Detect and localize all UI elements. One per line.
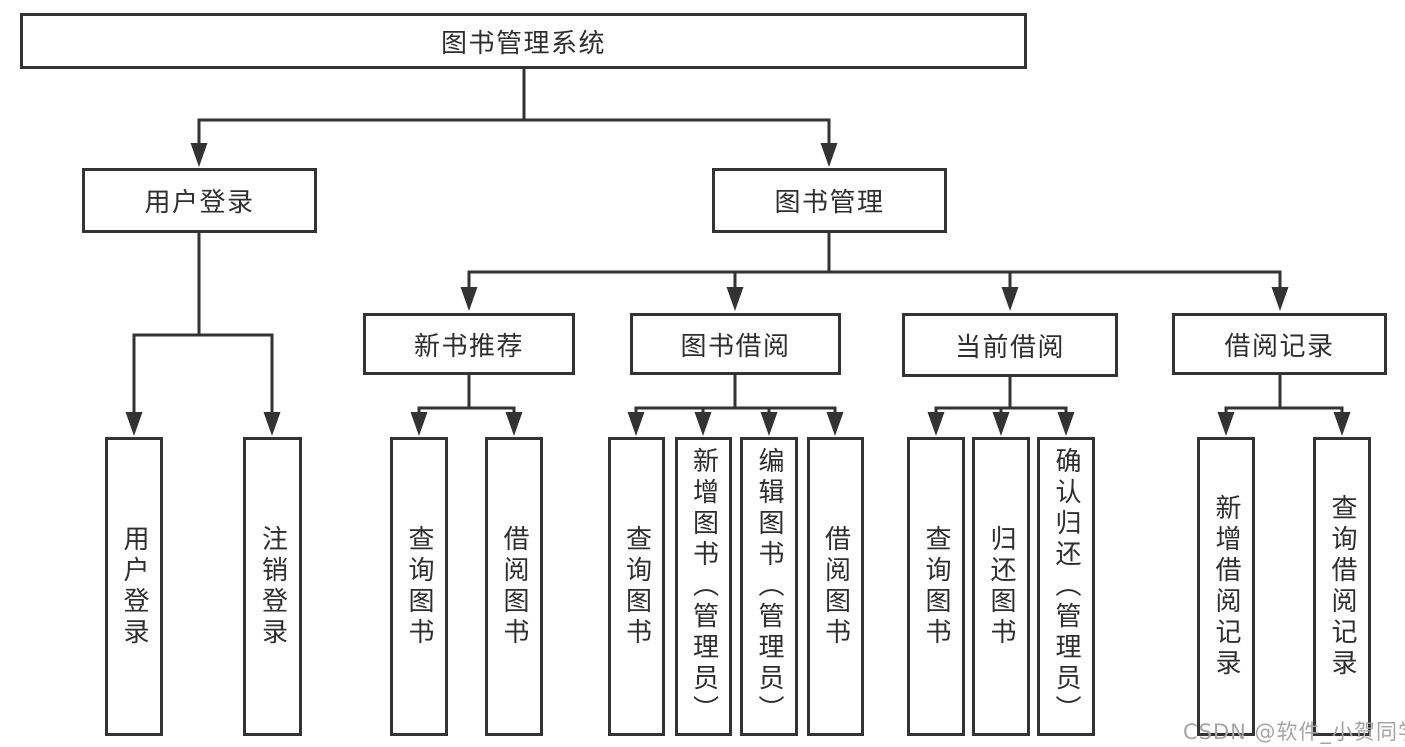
connector-book-management-branch [460, 233, 1289, 311]
node-book-management: 图书管理 [712, 168, 947, 233]
leaf-query-books-recommend: 查询图书 [390, 437, 448, 736]
leaf-borrow-books: 借阅图书 [807, 437, 864, 736]
leaf-query-borrow-record: 查询借阅记录 [1313, 437, 1371, 736]
leaf-add-borrow-record: 新增借阅记录 [1197, 437, 1255, 736]
connector-book-borrow-branch [627, 375, 844, 436]
node-borrow-records: 借阅记录 [1172, 313, 1387, 375]
node-book-borrow: 图书借阅 [630, 313, 841, 375]
leaf-user-login: 用户登录 [105, 437, 163, 736]
leaf-add-book-admin: 新增图书（管理员） [675, 437, 732, 736]
connector-user-login-branch [125, 233, 281, 436]
connector-borrow-records-branch [1217, 375, 1351, 436]
node-user-login: 用户登录 [82, 168, 317, 233]
leaf-logout: 注销登录 [243, 437, 302, 736]
leaf-return-book: 归还图书 [972, 437, 1030, 736]
connector-root-branch [190, 69, 838, 167]
csdn-watermark: CSDN @软件_小贺同学 [1183, 720, 1405, 744]
leaf-query-books-current: 查询图书 [907, 437, 965, 736]
connector-current-borrow-branch [927, 377, 1075, 436]
leaf-edit-book-admin: 编辑图书（管理员） [740, 437, 798, 736]
leaf-borrow-books-recommend: 借阅图书 [485, 437, 543, 736]
leaf-query-books-borrow: 查询图书 [608, 437, 665, 736]
node-new-book-recommend: 新书推荐 [363, 313, 575, 375]
node-current-borrow: 当前借阅 [902, 313, 1118, 377]
node-root: 图书管理系统 [20, 13, 1027, 69]
connector-new-book-branch [410, 375, 523, 436]
leaf-confirm-return-admin: 确认归还（管理员） [1037, 437, 1095, 736]
